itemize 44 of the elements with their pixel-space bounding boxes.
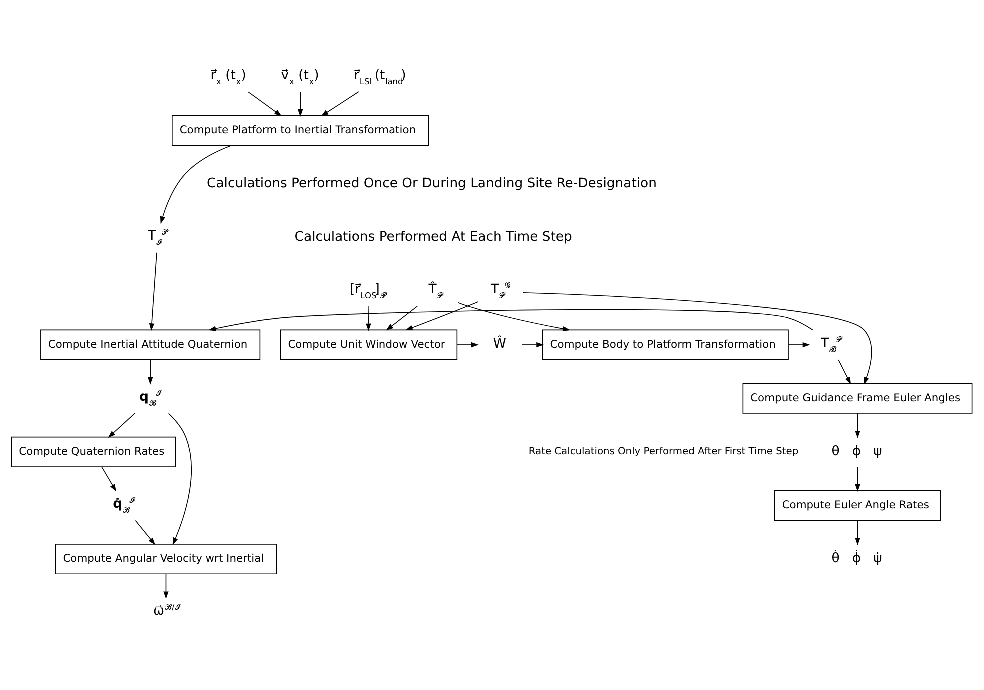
node-box: Compute Unit Window Vector <box>280 330 458 360</box>
node-text: r⃗$_{LSI}$ (t$_{land}$) <box>354 68 406 86</box>
node-text: v⃗$_{x}$ (t$_{x}$) <box>281 68 320 86</box>
arrow <box>321 92 360 116</box>
node-box: Compute Inertial Attitude Quaternion <box>40 330 261 360</box>
node-box: Compute Quaternion Rates <box>11 436 176 468</box>
arrow <box>208 309 814 332</box>
node-text: [r⃗$_{LOS}$]$_{𝓟}$ <box>350 282 387 301</box>
label: Rate Calculations Only Performed After First Time Step <box>528 446 799 458</box>
node-box: Compute Guidance Frame Euler Angles <box>742 383 973 414</box>
arrow <box>248 92 282 116</box>
arrow <box>149 252 158 332</box>
arrow <box>108 413 136 438</box>
arrow <box>386 306 418 331</box>
node-text: T̂$_{𝓟}$ <box>428 282 443 301</box>
node-box: Compute Platform to Inertial Transformation <box>172 115 430 146</box>
arrow <box>458 302 571 332</box>
arrow <box>838 360 852 385</box>
arrow <box>366 306 372 332</box>
arrow <box>522 342 544 348</box>
arrow <box>102 466 116 492</box>
node-box: Compute Body to Platform Transformation <box>542 330 789 360</box>
arrow <box>148 360 154 385</box>
arrow <box>788 342 810 348</box>
arrow <box>855 520 860 546</box>
node-box: Compute Euler Angle Rates <box>774 490 941 521</box>
arrow <box>164 574 169 600</box>
arrow <box>168 413 192 546</box>
node-text: ω⃗$^{𝓑/𝓘}$ <box>153 602 180 620</box>
arrow <box>298 92 304 117</box>
arrow <box>522 292 872 385</box>
label: Calculations Performed Once Or During Landing Site Re-Designation <box>207 176 657 192</box>
node-text: θ̇ ϕ̇ ψ̇ <box>832 551 882 566</box>
arrow <box>160 145 233 224</box>
label: Calculations Performed At Each Time Step <box>294 230 572 245</box>
node-text: r⃗$_{x}$ (t$_{x}$) <box>210 68 246 86</box>
node-text: Ŵ <box>493 337 506 352</box>
arrow <box>406 301 479 331</box>
arrow <box>855 413 860 438</box>
arrow <box>135 520 156 546</box>
node-text: θ ϕ ψ <box>832 444 882 460</box>
node-box: Compute Angular Velocity wrt Inertial <box>55 544 278 575</box>
arrow <box>456 342 479 348</box>
arrow <box>855 466 860 492</box>
